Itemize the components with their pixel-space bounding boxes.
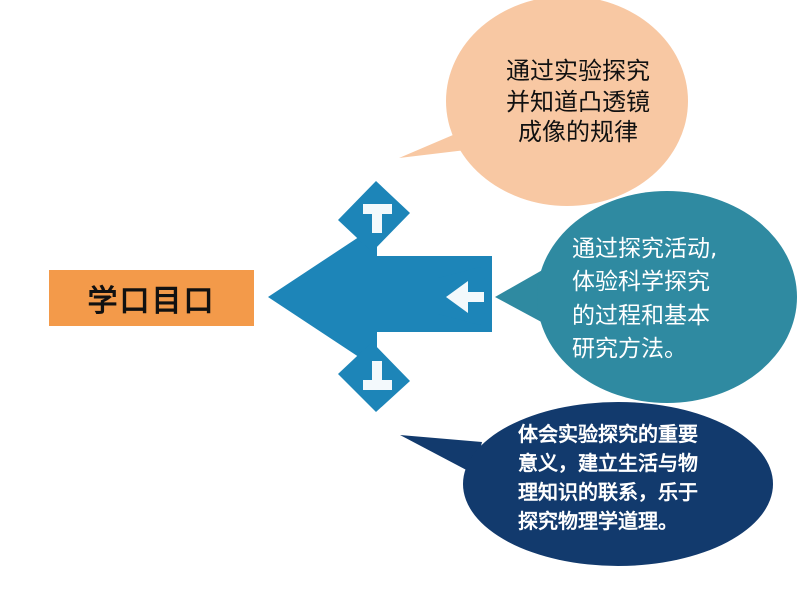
bubble-2-line-4: 研究方法。 — [572, 336, 687, 363]
bubble-3-line-2: 意义，建立生活与物 — [518, 451, 698, 475]
bubble-1-shape — [446, 0, 688, 206]
bubble-1-line-2: 并知道凸透镜 — [506, 87, 650, 116]
bubble-2 — [495, 191, 797, 403]
bubble-3 — [400, 402, 773, 566]
bubble-3-shape — [463, 402, 773, 566]
middle-arrowhead-highlight — [446, 281, 484, 313]
bubble-3-line-3: 理知识的联系，乐于 — [518, 480, 698, 504]
bubble-3-text: 体会实验探究的重要 意义，建立生活与物 理知识的联系，乐于 探究物理学道理。 — [518, 420, 698, 536]
bubble-1-tail — [399, 129, 467, 158]
bubble-2-shape — [537, 191, 797, 403]
bubble-2-line-3: 的过程和基本 — [572, 302, 710, 329]
bubble-1-line-3: 成像的规律 — [518, 118, 638, 147]
bubble-2-line-1: 通过探究活动, — [572, 236, 718, 262]
bubble-1 — [399, 0, 688, 206]
lower-arrowhead-highlight — [363, 361, 392, 390]
label-box: 学口目口 — [49, 270, 254, 326]
bubble-1-line-1: 通过实验探究 — [506, 57, 650, 85]
arrow-group — [268, 181, 492, 412]
bubble-2-text: 通过探究活动, 体验科学探究 的过程和基本 研究方法。 — [572, 233, 717, 366]
upper-arrowhead-highlight — [363, 204, 392, 233]
bubble-3-line-4: 探究物理学道理。 — [518, 509, 678, 533]
bubble-1-text: 通过实验探究 并知道凸透镜 成像的规律 — [478, 56, 678, 148]
bubble-3-line-1: 体会实验探究的重要 — [518, 422, 698, 446]
bubble-3-tail — [400, 435, 482, 474]
label-text: 学口目口 — [87, 284, 216, 319]
main-arrow-shape — [268, 225, 492, 369]
bubble-2-line-2: 体验科学探究 — [572, 269, 710, 296]
